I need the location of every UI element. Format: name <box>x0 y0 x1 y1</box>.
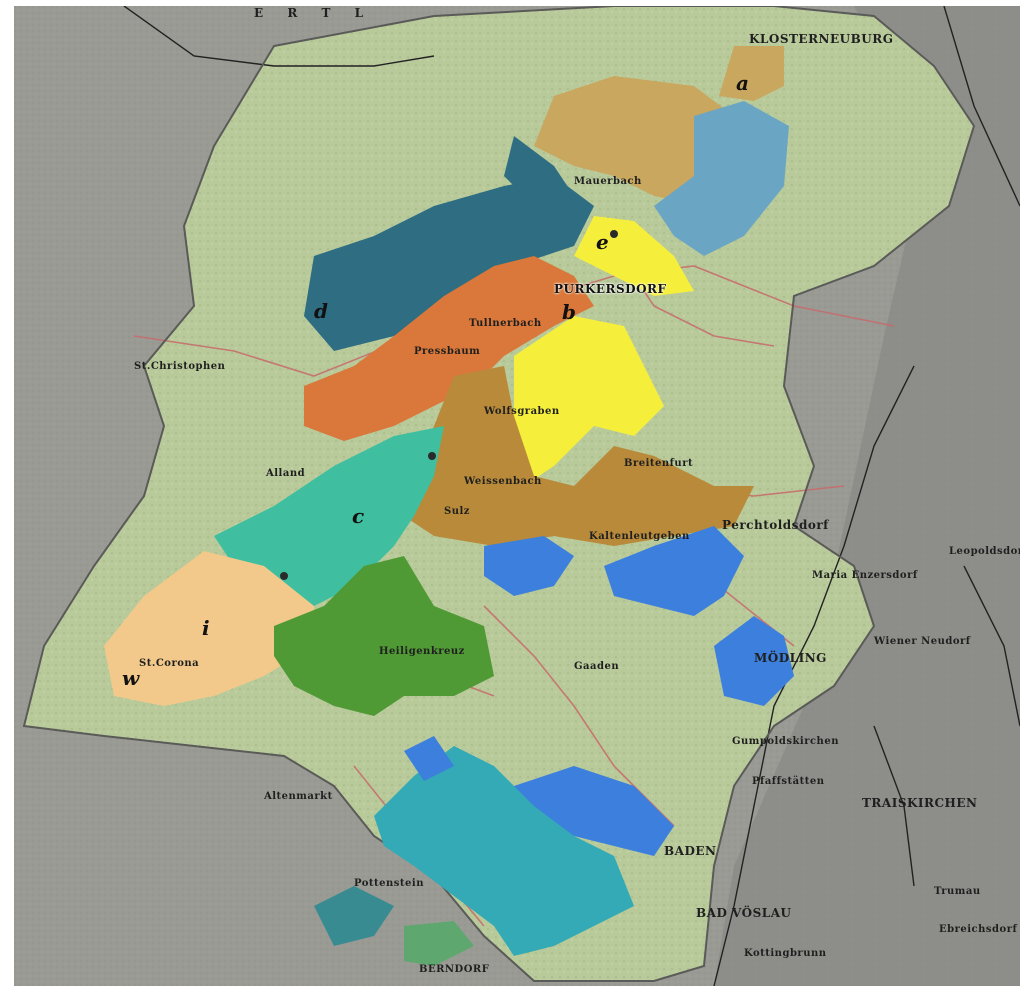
label-klosterneuburg: KLOSTERNEUBURG <box>749 32 894 46</box>
site-dot-2 <box>280 572 288 580</box>
label-st-christophen: St.Christophen <box>134 361 226 372</box>
label-bad-voeslau: BAD VÖSLAU <box>696 906 792 920</box>
label-traiskirchen: TRAISKIRCHEN <box>862 796 978 810</box>
site-dot-3 <box>610 230 618 238</box>
zone-marker-c: c <box>352 504 365 528</box>
zone-green[interactable] <box>274 556 494 716</box>
zone-blue-perchtoldsdorf[interactable] <box>604 526 744 616</box>
label-gumpoldskirchen: Gumpoldskirchen <box>732 736 839 747</box>
label-kottingbrunn: Kottingbrunn <box>744 948 827 959</box>
label-maria-enzersdorf: Maria Enzersdorf <box>812 570 918 581</box>
label-sulz: Sulz <box>444 506 470 517</box>
site-dot-1 <box>428 452 436 460</box>
zone-marker-a: a <box>736 71 749 95</box>
label-heiligenkreuz: Heiligenkreuz <box>379 646 465 657</box>
zone-blue-moedling[interactable] <box>714 616 794 706</box>
zone-ochre[interactable] <box>404 366 754 546</box>
label-purkersdorf: PURKERSDORF <box>554 282 667 296</box>
label-weissenbach: Weissenbach <box>464 476 542 487</box>
zone-blue-small[interactable] <box>404 736 454 781</box>
label-baden: BADEN <box>664 844 717 858</box>
zone-cyan-south[interactable] <box>374 746 634 956</box>
zone-turquoise-alland[interactable] <box>214 426 444 606</box>
label-pottenstein: Pottenstein <box>354 878 424 889</box>
zone-yellow-north[interactable] <box>574 216 694 296</box>
label-st-corona: St.Corona <box>139 658 200 669</box>
label-pressbaum: Pressbaum <box>414 346 481 357</box>
label-leopoldsdorf: Leopoldsdorf <box>949 546 1020 557</box>
label-trumau: Trumau <box>934 886 981 897</box>
zone-blue-kaltenleutgeben[interactable] <box>484 536 574 596</box>
zone-orange[interactable] <box>304 256 594 441</box>
zone-peach-southwest[interactable] <box>104 551 314 706</box>
zone-green-bottom[interactable] <box>404 921 474 966</box>
zone-blue-baden[interactable] <box>514 766 674 856</box>
label-berndorf: BERNDORF <box>419 964 490 975</box>
label-map-top-region: E R T L <box>254 6 374 20</box>
label-gaaden: Gaaden <box>574 661 620 672</box>
vienna-urban-area <box>714 6 1020 986</box>
zone-teal-bottom[interactable] <box>314 886 394 946</box>
label-pfaffstaetten: Pfaffstätten <box>752 776 825 787</box>
label-tullnerbach: Tullnerbach <box>469 318 542 329</box>
label-kaltenleutgeben: Kaltenleutgeben <box>589 531 690 542</box>
zone-tan-north[interactable] <box>534 76 734 206</box>
map-frame: KLOSTERNEUBURG PURKERSDORF Perchtoldsdor… <box>14 6 1020 986</box>
zone-tan-klosterneuburg[interactable] <box>719 46 784 101</box>
label-moedling: MÖDLING <box>754 651 827 665</box>
zone-marker-b: b <box>562 300 576 324</box>
district-boundary <box>22 6 976 982</box>
zone-marker-d: d <box>314 299 328 323</box>
label-perchtoldsdorf: Perchtoldsdorf <box>722 518 829 532</box>
label-alland: Alland <box>266 468 306 479</box>
zone-yellow-central[interactable] <box>504 316 664 486</box>
label-altenmarkt: Altenmarkt <box>264 791 333 802</box>
label-breitenfurt: Breitenfurt <box>624 458 694 469</box>
zone-marker-w: w <box>122 666 140 690</box>
zone-teal-mauerbach[interactable] <box>304 176 594 351</box>
zone-marker-i: i <box>202 616 210 640</box>
zone-lightblue-northeast[interactable] <box>654 101 789 256</box>
label-wiener-neudorf: Wiener Neudorf <box>874 636 971 647</box>
label-wolfsgraben: Wolfsgraben <box>484 406 560 417</box>
label-ebreichsdorf: Ebreichsdorf <box>939 924 1018 935</box>
railway-lines <box>123 6 1020 986</box>
zone-teal-strip[interactable] <box>504 136 574 206</box>
label-mauerbach: Mauerbach <box>574 176 642 187</box>
topographic-map[interactable] <box>14 6 1020 986</box>
zone-marker-e: e <box>596 230 609 254</box>
